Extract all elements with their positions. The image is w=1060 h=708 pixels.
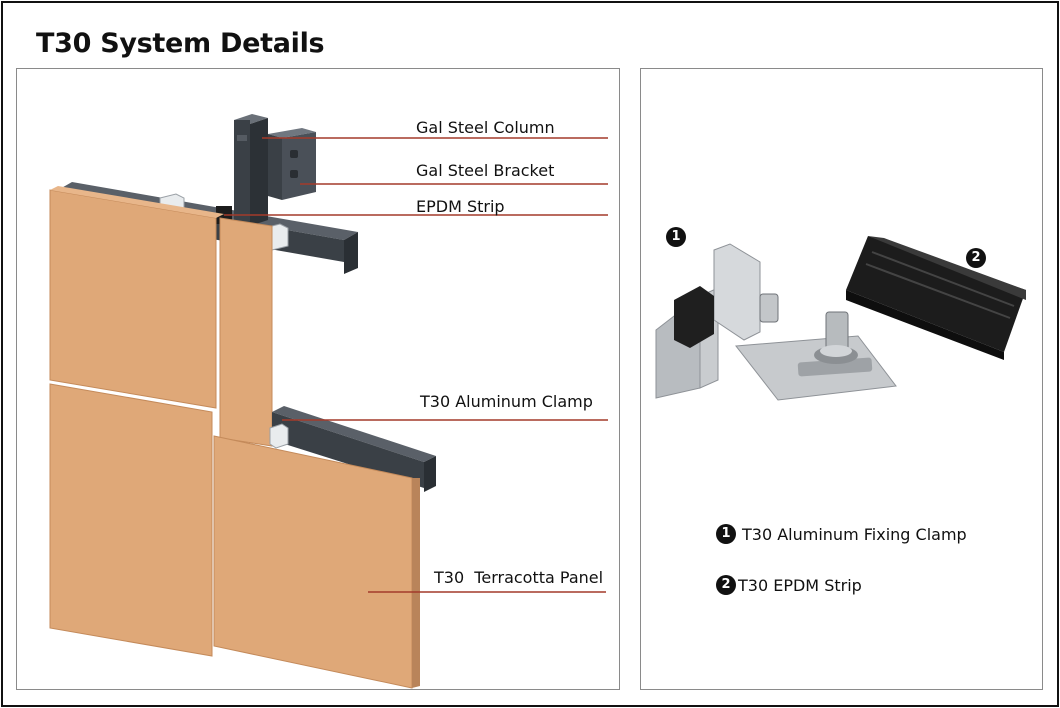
terracotta-panel-lower-right — [213, 435, 420, 689]
legend-item-fixing-clamp: 1 T30 Aluminum Fixing Clamp — [716, 524, 967, 544]
terracotta-panel-upper-right — [219, 217, 273, 447]
aluminum-fixing-clamp-photo — [655, 243, 897, 401]
terracotta-panel-upper-left — [49, 186, 224, 409]
legend-number-2: 2 — [716, 575, 736, 595]
lower-clamp — [269, 423, 289, 449]
terracotta-panel-lower-left — [49, 383, 213, 657]
number-badge-1: 1 — [666, 227, 686, 247]
epdm-strip-photo — [846, 236, 1026, 360]
legend-item-epdm-strip: 2 T30 EPDM Strip — [716, 575, 862, 595]
gal-steel-bracket — [268, 128, 316, 200]
label-epdm-strip: EPDM Strip — [416, 197, 505, 216]
label-gal-steel-bracket: Gal Steel Bracket — [416, 161, 555, 180]
gal-steel-column — [234, 114, 268, 230]
callout-lines — [224, 137, 608, 593]
legend-label-epdm-strip: T30 EPDM Strip — [738, 575, 862, 595]
label-gal-steel-column: Gal Steel Column — [416, 118, 555, 137]
number-badge-2: 2 — [966, 248, 986, 268]
label-aluminum-clamp: T30 Aluminum Clamp — [420, 392, 593, 411]
label-terracotta-panel: T30 Terracotta Panel — [434, 568, 604, 587]
page-title: T30 System Details — [36, 28, 325, 59]
legend-number-1: 1 — [716, 524, 736, 544]
legend-label-fixing-clamp: T30 Aluminum Fixing Clamp — [742, 524, 967, 544]
